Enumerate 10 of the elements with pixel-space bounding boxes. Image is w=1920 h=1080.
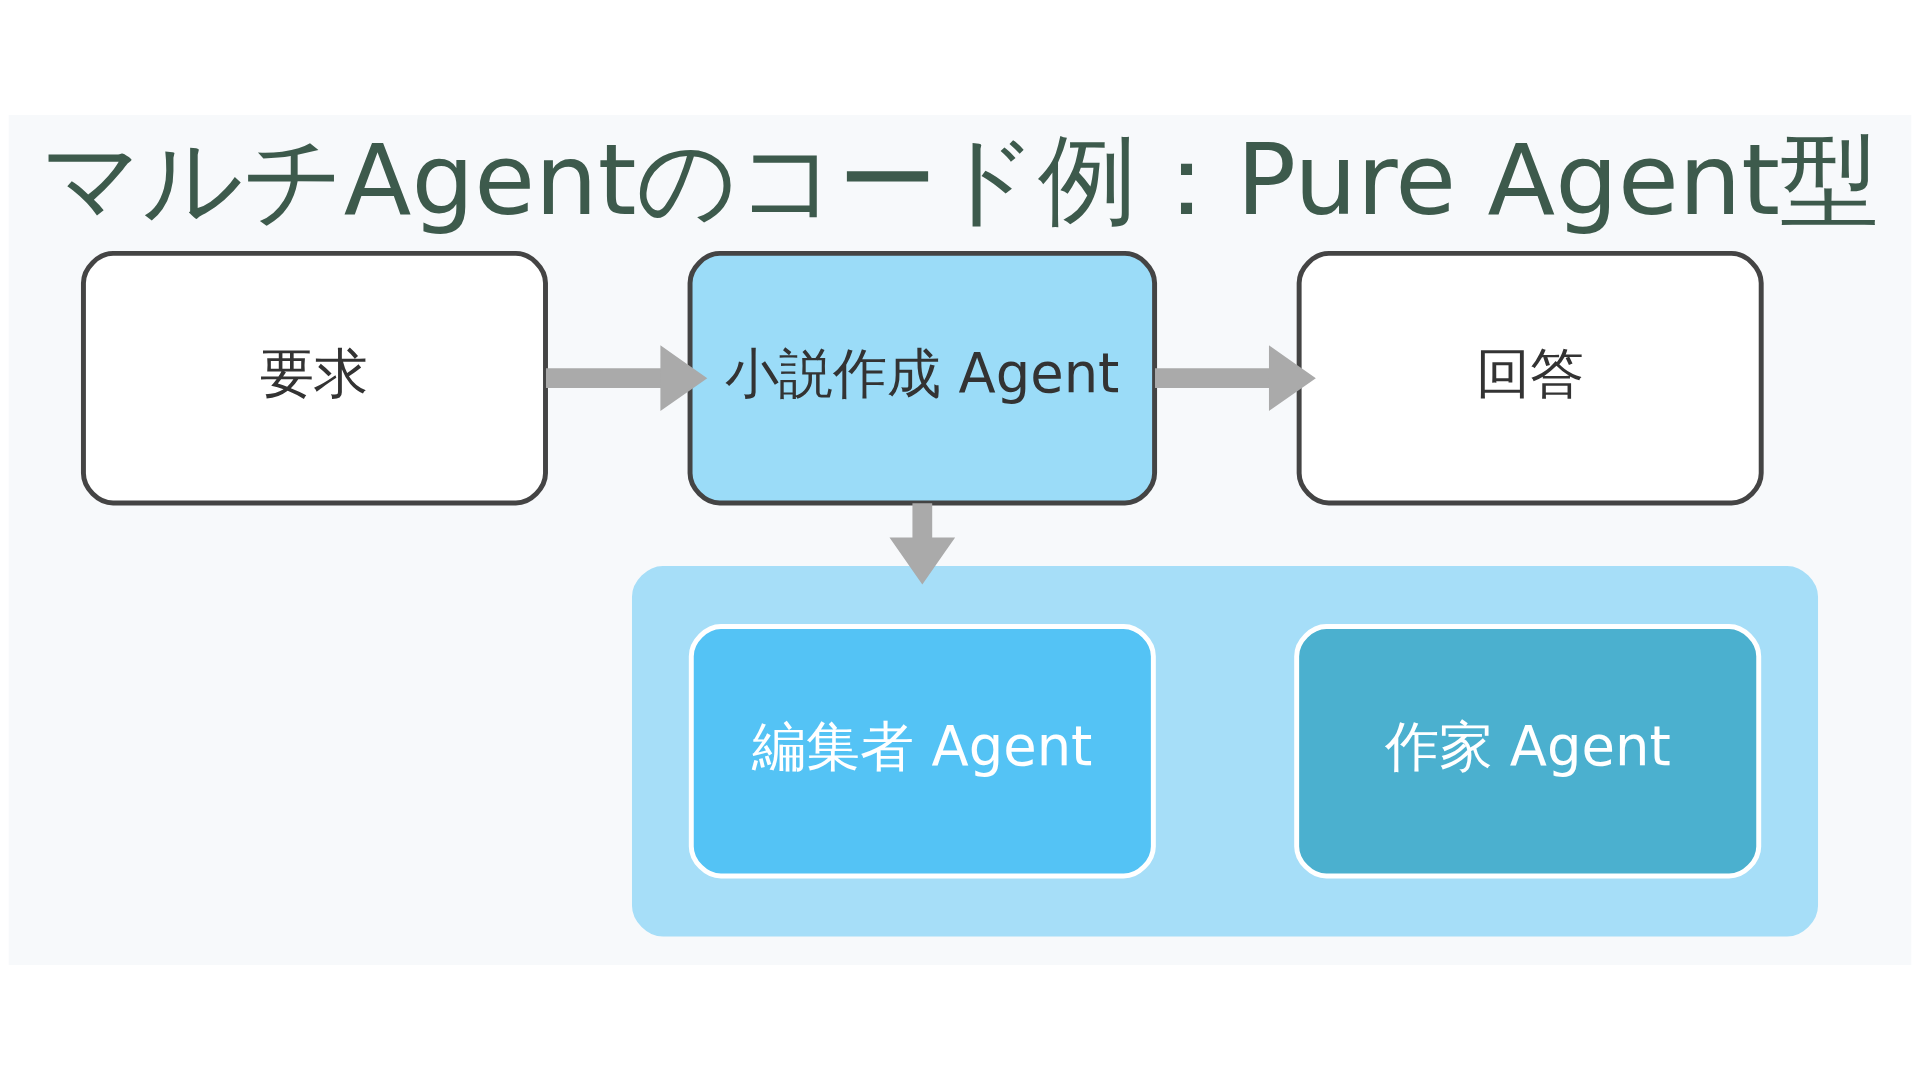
arrow — [1155, 345, 1316, 411]
diagram-title: マルチAgentのコード例：Pure Agent型 — [40, 121, 1880, 237]
node-box: 編集者 Agent — [688, 624, 1156, 879]
cluster — [632, 565, 1819, 937]
node-box: 要求 — [80, 250, 548, 506]
node-box: 小説作成 Agent — [687, 250, 1158, 506]
arrow — [545, 345, 708, 411]
arrow — [889, 503, 956, 585]
node-box: 回答 — [1296, 250, 1764, 506]
node-box: 作家 Agent — [1294, 624, 1762, 879]
